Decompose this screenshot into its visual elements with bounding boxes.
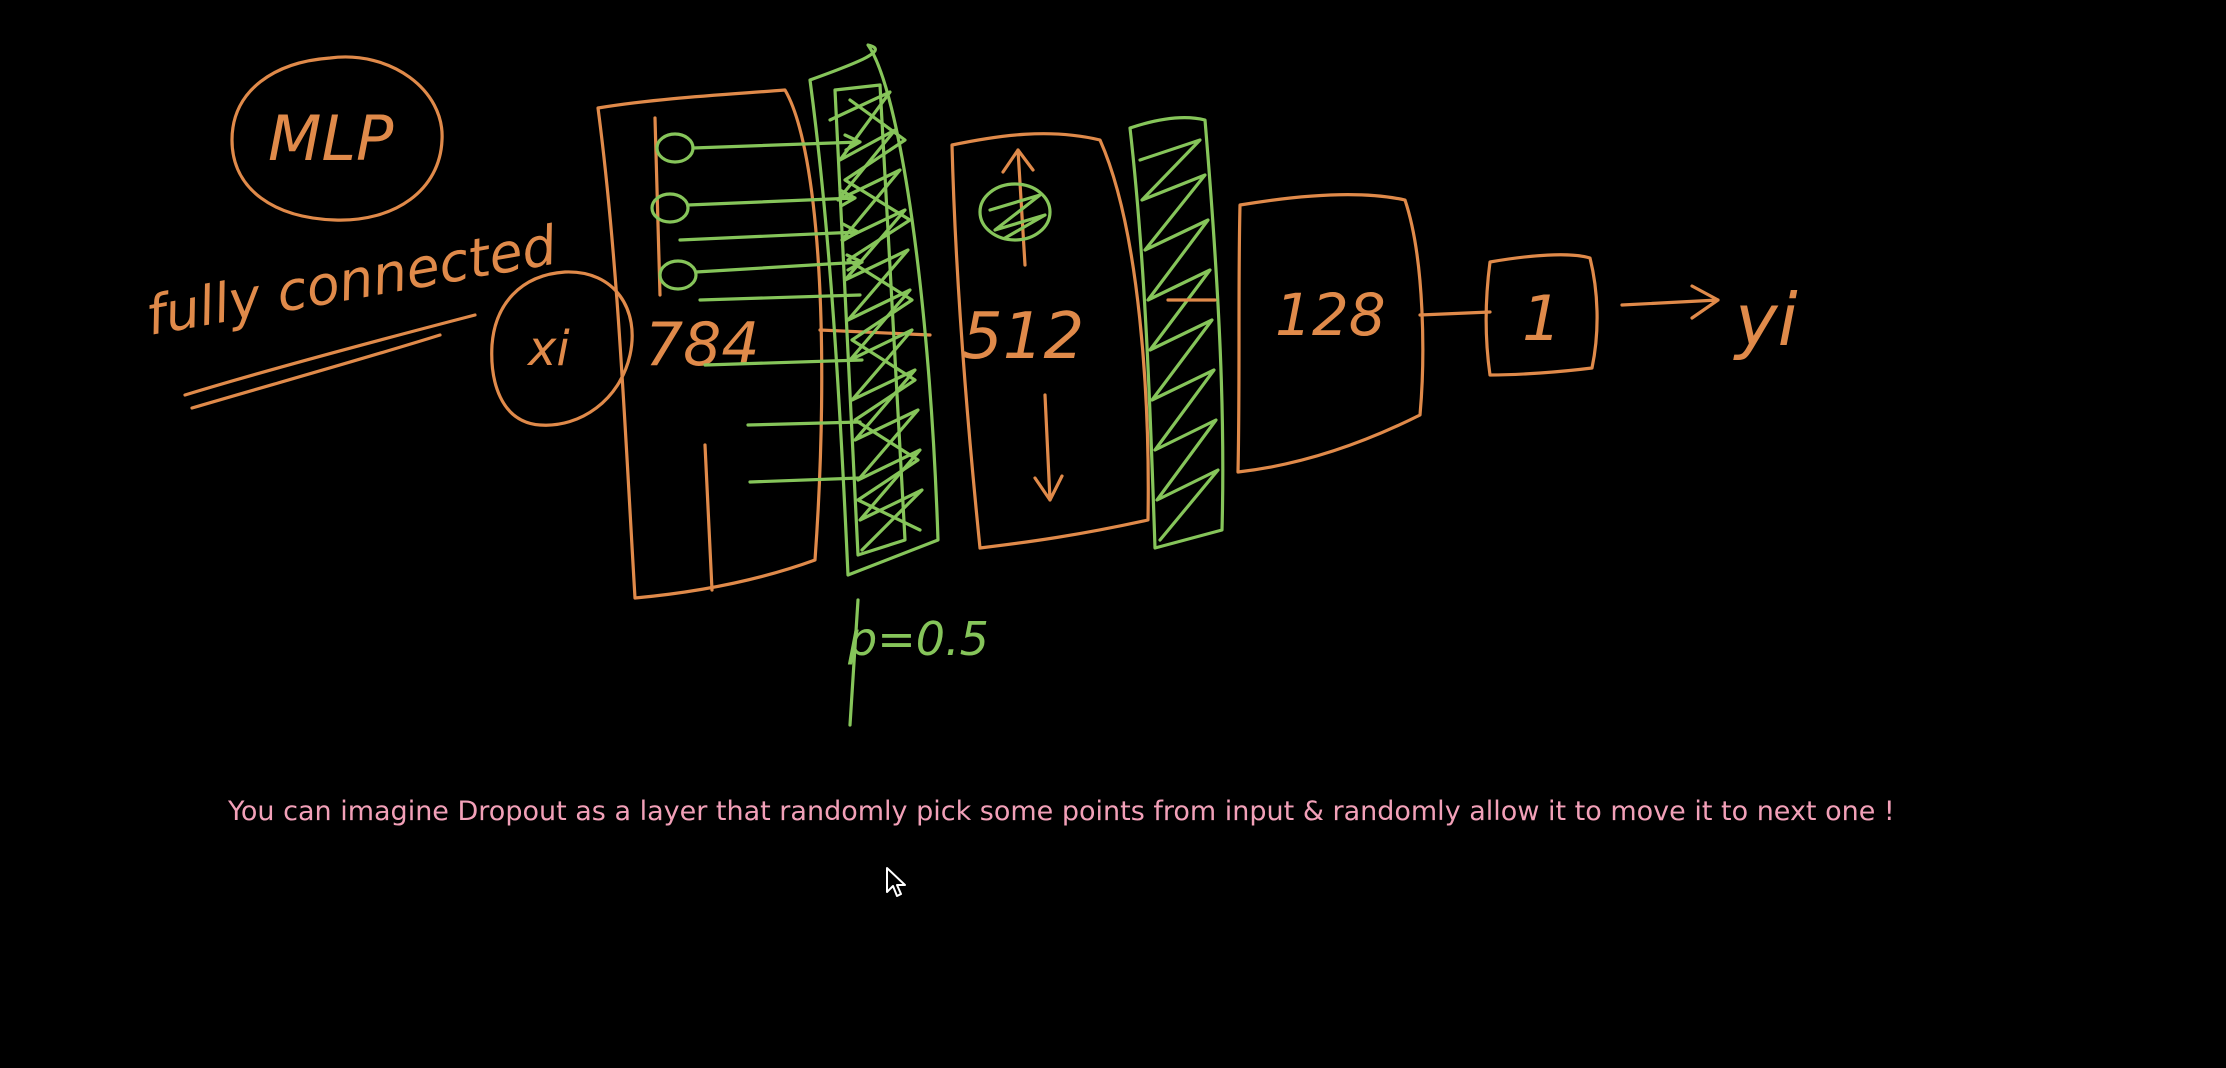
neuron-hatching xyxy=(988,193,1047,240)
arrow-down xyxy=(1033,393,1064,502)
output-node: 1 xyxy=(1484,253,1599,377)
hidden-layer-512: 512 xyxy=(950,132,1150,550)
connection-arrow xyxy=(686,188,857,208)
dropout-hatching xyxy=(828,90,924,552)
hidden-layer-128-box xyxy=(1236,192,1425,474)
connection-arrow xyxy=(748,476,862,484)
dropout-layer-2 xyxy=(1128,116,1225,550)
mouse-pointer-icon xyxy=(886,867,906,897)
input-layer-line xyxy=(703,443,714,592)
connection-arrow xyxy=(746,420,862,427)
dropout-layer-1 xyxy=(808,43,940,577)
arrow-up xyxy=(1001,148,1035,267)
hidden-layer-128: 128 xyxy=(1236,192,1492,474)
dropout-hatching xyxy=(1138,138,1220,542)
output-arrow: yi xyxy=(1620,278,1798,362)
hidden-layer-512-box xyxy=(950,132,1150,550)
dropout-hatching xyxy=(843,98,922,532)
neuron xyxy=(655,132,695,164)
fully-connected-underline xyxy=(190,333,442,410)
hidden-layer-512-label: 512 xyxy=(962,300,1084,374)
neuron-highlight xyxy=(978,182,1052,242)
connection-line xyxy=(1418,310,1492,317)
dropout-pointer-line xyxy=(848,598,860,727)
input-layer-box xyxy=(596,88,824,600)
input-layer-label: 784 xyxy=(645,310,760,380)
mlp-circle xyxy=(230,55,444,222)
mlp-annotation: MLP xyxy=(230,55,444,222)
output-node-box xyxy=(1484,253,1599,377)
input-label: xi xyxy=(526,321,570,377)
output-label: yi xyxy=(1733,278,1798,362)
connection-arrow xyxy=(698,293,862,302)
output-node-label: 1 xyxy=(1522,282,1561,355)
dropout-layer-inner xyxy=(833,83,907,557)
fully-connected-annotation: fully connected xyxy=(141,214,562,410)
dropout-layer-outline xyxy=(1128,116,1225,550)
neuron xyxy=(650,192,690,224)
dropout-probability: p=0.5 xyxy=(847,598,989,727)
dropout-probability-label: p=0.5 xyxy=(847,612,989,666)
input-node: xi xyxy=(490,270,634,427)
dropout-layer-outline xyxy=(808,43,940,577)
fully-connected-label: fully connected xyxy=(141,214,561,348)
input-layer-784: 784 xyxy=(596,88,932,600)
connection-arrow xyxy=(691,133,862,152)
mlp-label: MLP xyxy=(268,102,394,175)
output-arrow-line xyxy=(1620,284,1720,320)
caption-text: You can imagine Dropout as a layer that … xyxy=(228,796,1895,827)
connection-arrow xyxy=(678,222,860,242)
input-neurons xyxy=(650,132,864,484)
neuron xyxy=(658,259,698,291)
connection-arrow xyxy=(694,253,864,274)
input-circle xyxy=(490,270,634,427)
fully-connected-underline xyxy=(183,313,477,397)
hidden-layer-128-label: 128 xyxy=(1275,281,1386,349)
